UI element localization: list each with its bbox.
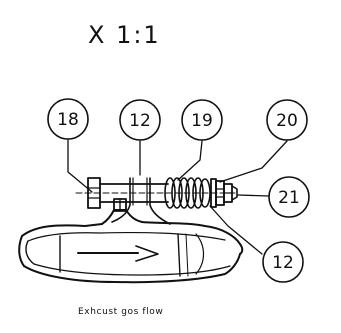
callout-18-top: 18 [47, 98, 89, 140]
callout-label: 12 [129, 111, 151, 131]
callout-label: 18 [57, 110, 79, 130]
callout-12-top: 12 [119, 99, 161, 141]
bolt-assembly [75, 177, 237, 209]
callout-label: 21 [278, 188, 300, 208]
callout-21-right: 21 [268, 176, 310, 218]
mounting-bracket [111, 177, 171, 225]
leader-lines [67, 139, 288, 255]
callout-label: 12 [272, 253, 294, 273]
coil-spring [164, 177, 211, 209]
flow-caption: Exhcust gos flow [78, 307, 163, 317]
callout-label: 19 [191, 111, 213, 131]
callout-20-top: 20 [266, 99, 308, 141]
callout-19-top: 19 [181, 99, 223, 141]
exhaust-pipe [18, 209, 244, 284]
scale-label: X 1:1 [88, 21, 161, 49]
callout-label: 20 [276, 111, 298, 131]
nut-washer-stack [210, 178, 238, 208]
callout-12-bottom: 12 [262, 241, 304, 283]
